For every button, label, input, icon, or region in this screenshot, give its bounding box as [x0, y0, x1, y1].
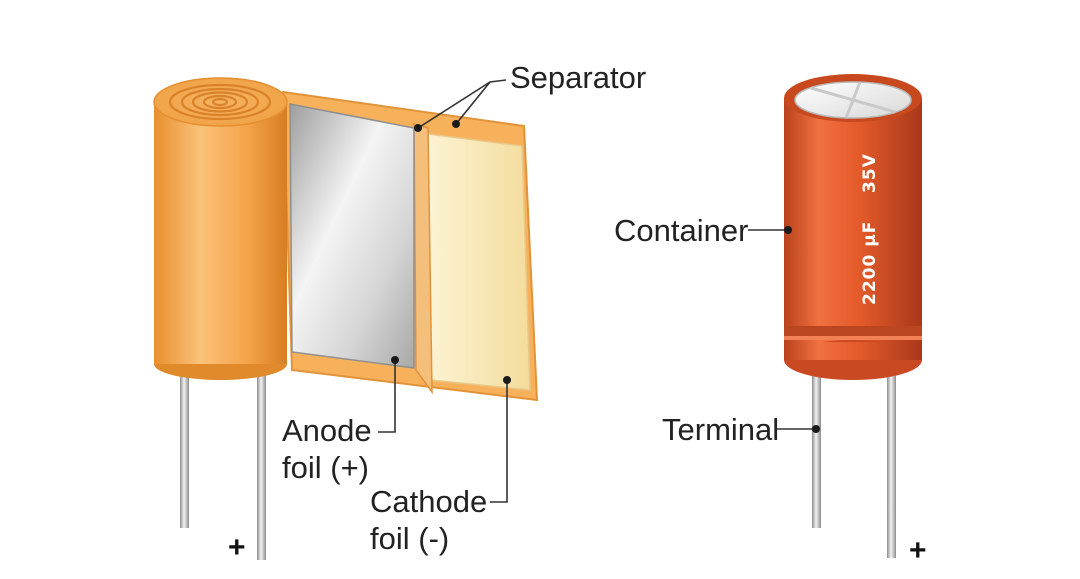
- anode-foil: [289, 103, 415, 369]
- terminal-label: Terminal: [662, 412, 779, 447]
- internal-structure: [153, 77, 539, 560]
- voltage-marking: 35V: [860, 153, 880, 193]
- terminal-lead-2: [887, 372, 896, 558]
- roll-body: [154, 102, 287, 364]
- anode-label-line1: Anode: [282, 413, 372, 448]
- separator-label: Separator: [510, 60, 646, 95]
- left-lead-2: [257, 360, 266, 560]
- right-leaders: [748, 226, 820, 433]
- assembled-capacitor: 2200 µF 35V: [784, 74, 922, 558]
- container-label: Container: [614, 213, 748, 248]
- roll-spiral: [168, 83, 272, 121]
- capacitance-marking: 2200 µF: [860, 221, 880, 305]
- separator-layer: [413, 123, 433, 395]
- anode-label-line2: foil (+): [282, 450, 369, 485]
- left-lead-1: [180, 360, 189, 528]
- left-plus-sign: +: [228, 531, 246, 564]
- right-plus-sign: +: [909, 534, 927, 567]
- container-body: [784, 98, 922, 360]
- cathode-label-line1: Cathode: [370, 484, 487, 519]
- cathode-foil: [427, 133, 531, 391]
- cathode-label-line2: foil (-): [370, 521, 449, 556]
- terminal-lead-1: [812, 372, 821, 528]
- left-leaders: [378, 79, 511, 503]
